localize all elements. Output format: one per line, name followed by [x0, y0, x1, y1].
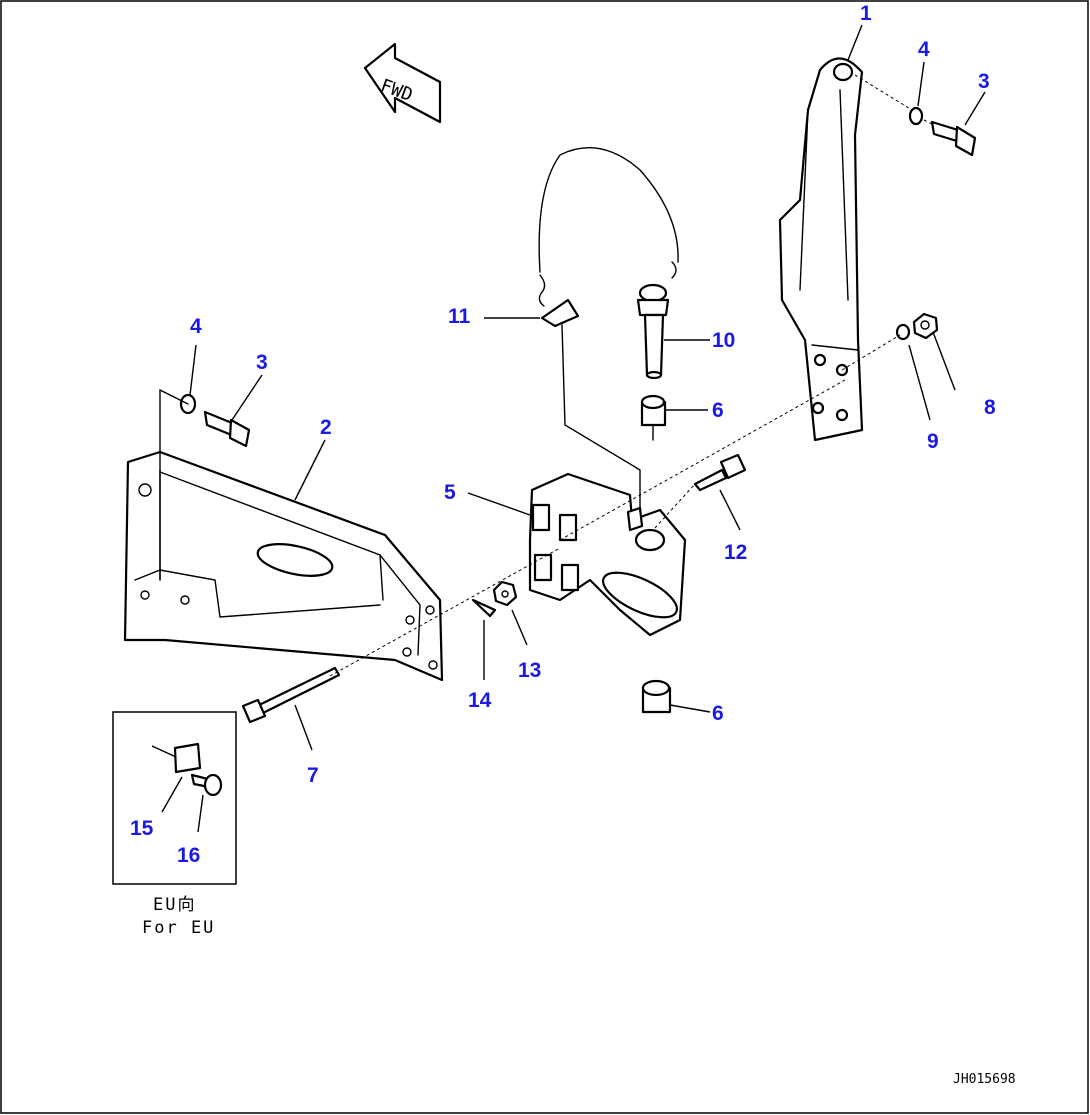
part-6-bush-lower: [641, 679, 672, 714]
callout-6-upper: 6: [712, 399, 724, 422]
part-1-upright-bracket: [778, 57, 864, 442]
leader-lines: [189, 24, 986, 751]
part-9-washer: [895, 323, 911, 341]
part-11-lynch-clip: [538, 274, 580, 328]
callout-16: 16: [177, 844, 200, 867]
callout-6-lower: 6: [712, 702, 724, 725]
callout-4-top: 4: [918, 38, 930, 61]
callout-14: 14: [468, 689, 492, 712]
part-4-washer-top: [908, 106, 924, 126]
callout-1: 1: [860, 2, 872, 25]
eu-inset-label-2: For EU: [142, 918, 215, 938]
chain-wire: [538, 147, 679, 279]
part-13-nut: [492, 580, 518, 607]
drawing-number: JH015698: [953, 1072, 1016, 1087]
callout-9: 9: [927, 430, 939, 453]
part-7-long-bolt: [241, 666, 341, 724]
part-14-cotter-pin: [471, 598, 497, 618]
part-8-nut: [912, 312, 939, 340]
part-2-mounting-bracket: [123, 450, 444, 682]
part-5-hitch-block: [528, 472, 687, 637]
callout-7: 7: [307, 764, 319, 787]
part-3-bolt-top: [930, 120, 977, 157]
callout-10: 10: [712, 329, 735, 352]
eu-inset-box: EU向 For EU: [112, 711, 237, 938]
fwd-arrow: FWD: [363, 42, 442, 124]
callout-13: 13: [518, 659, 541, 682]
eu-inset-label-1: EU向: [153, 895, 196, 915]
callout-3-left: 3: [256, 351, 268, 374]
callout-12: 12: [724, 541, 747, 564]
assembly-lines: [159, 74, 935, 677]
part-3-bolt-left: [203, 410, 251, 448]
callout-5: 5: [444, 481, 456, 504]
callout-3-top: 3: [978, 70, 990, 93]
callout-2: 2: [320, 416, 332, 439]
callout-15: 15: [130, 817, 154, 840]
callout-11: 11: [448, 305, 471, 328]
part-12-bolt: [693, 453, 747, 492]
callout-4-left: 4: [190, 315, 202, 338]
callout-8: 8: [984, 396, 996, 419]
callout-numbers: 1 4 3 4 3 2 11 10 6 8 9 5 12 13 14 6 7 1…: [130, 2, 996, 867]
part-6-bush-upper: [640, 394, 667, 427]
part-10-pin: [636, 283, 670, 380]
